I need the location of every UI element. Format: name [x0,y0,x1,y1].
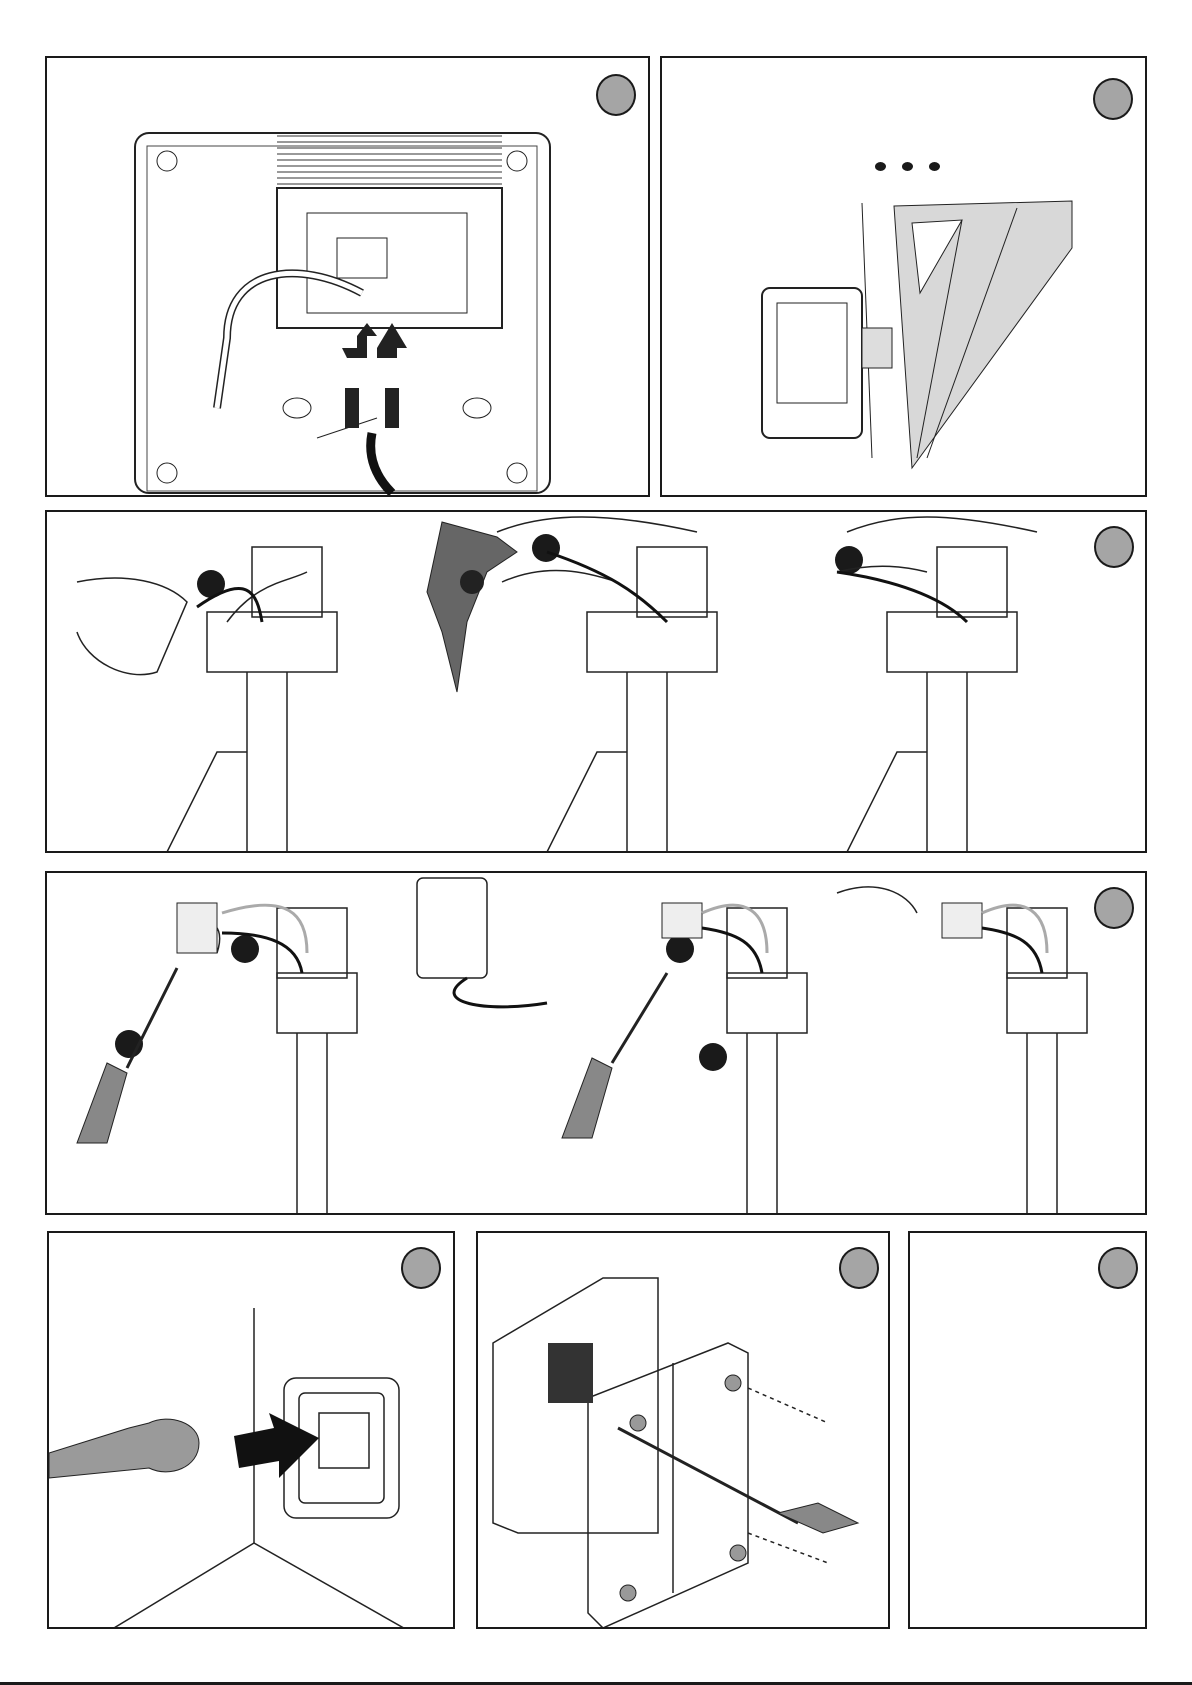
step-badge [1094,887,1134,929]
panel-close-cover [476,1231,890,1629]
panel-terminal-connection [45,871,1147,1215]
cable-stripping-illustration [76,516,1038,851]
step-marker-c [666,935,694,963]
panel-cable-stripping [45,510,1147,853]
dot-icon [875,162,886,171]
control-box-wiring-illustration [134,132,551,495]
cover-screws-illustration [492,1277,860,1627]
panel-control-box-wiring [45,56,650,497]
step-badge [596,74,636,116]
step-marker-a [231,935,259,963]
motor-mounted-illustration [761,200,1073,470]
panel-power-plug [47,1231,455,1629]
step-marker-d [699,1043,727,1071]
step-marker-b [532,534,560,562]
dot-icon [929,162,940,171]
terminal-block-illustration [76,877,1088,1213]
panel-motor-mounted [660,56,1147,497]
panel-blank [908,1231,1147,1629]
step-badge [1093,78,1133,120]
power-plug-illustration [49,1308,404,1627]
step-badge [1098,1247,1138,1289]
step-badge [401,1247,441,1289]
step-badge [839,1247,879,1289]
dot-icon [902,162,913,171]
step-badge [1094,526,1134,568]
page-footer-rule [0,1682,1192,1685]
